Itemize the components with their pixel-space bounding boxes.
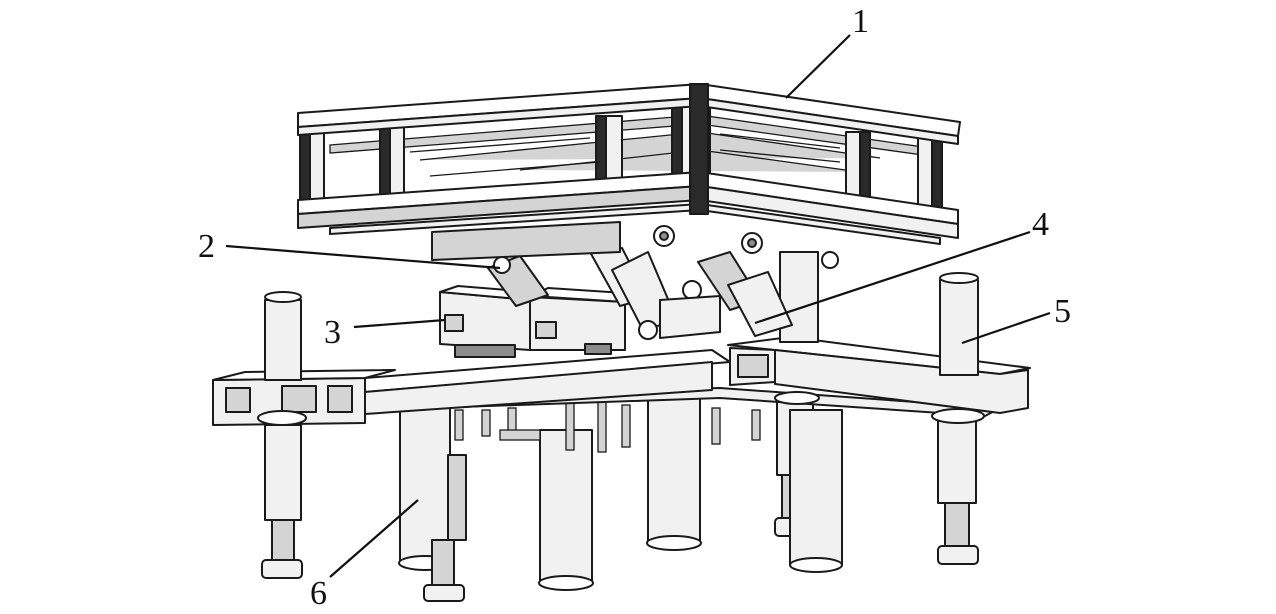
leader-3: [353, 318, 446, 329]
top-frame: [297, 83, 961, 245]
leader-6: [329, 499, 419, 578]
callout-5: 5: [1054, 293, 1071, 330]
leader-5: [961, 311, 1051, 345]
guide-posts: [264, 251, 979, 381]
leader-2: [225, 244, 501, 270]
leader-4: [754, 230, 1031, 325]
callout-4: 4: [1032, 206, 1049, 243]
callout-1: 1: [852, 3, 869, 40]
base-bolts: [454, 399, 761, 453]
callout-labels: 1 2 3 4 5 6: [198, 3, 1071, 612]
callout-3: 3: [324, 314, 341, 351]
callout-6: 6: [310, 575, 327, 612]
leader-lines: [225, 34, 1051, 578]
clamp-blocks: [439, 285, 641, 358]
linkage-arms: [431, 221, 839, 340]
leader-1: [785, 34, 851, 99]
support-legs: [261, 389, 979, 602]
callout-2: 2: [198, 228, 215, 265]
